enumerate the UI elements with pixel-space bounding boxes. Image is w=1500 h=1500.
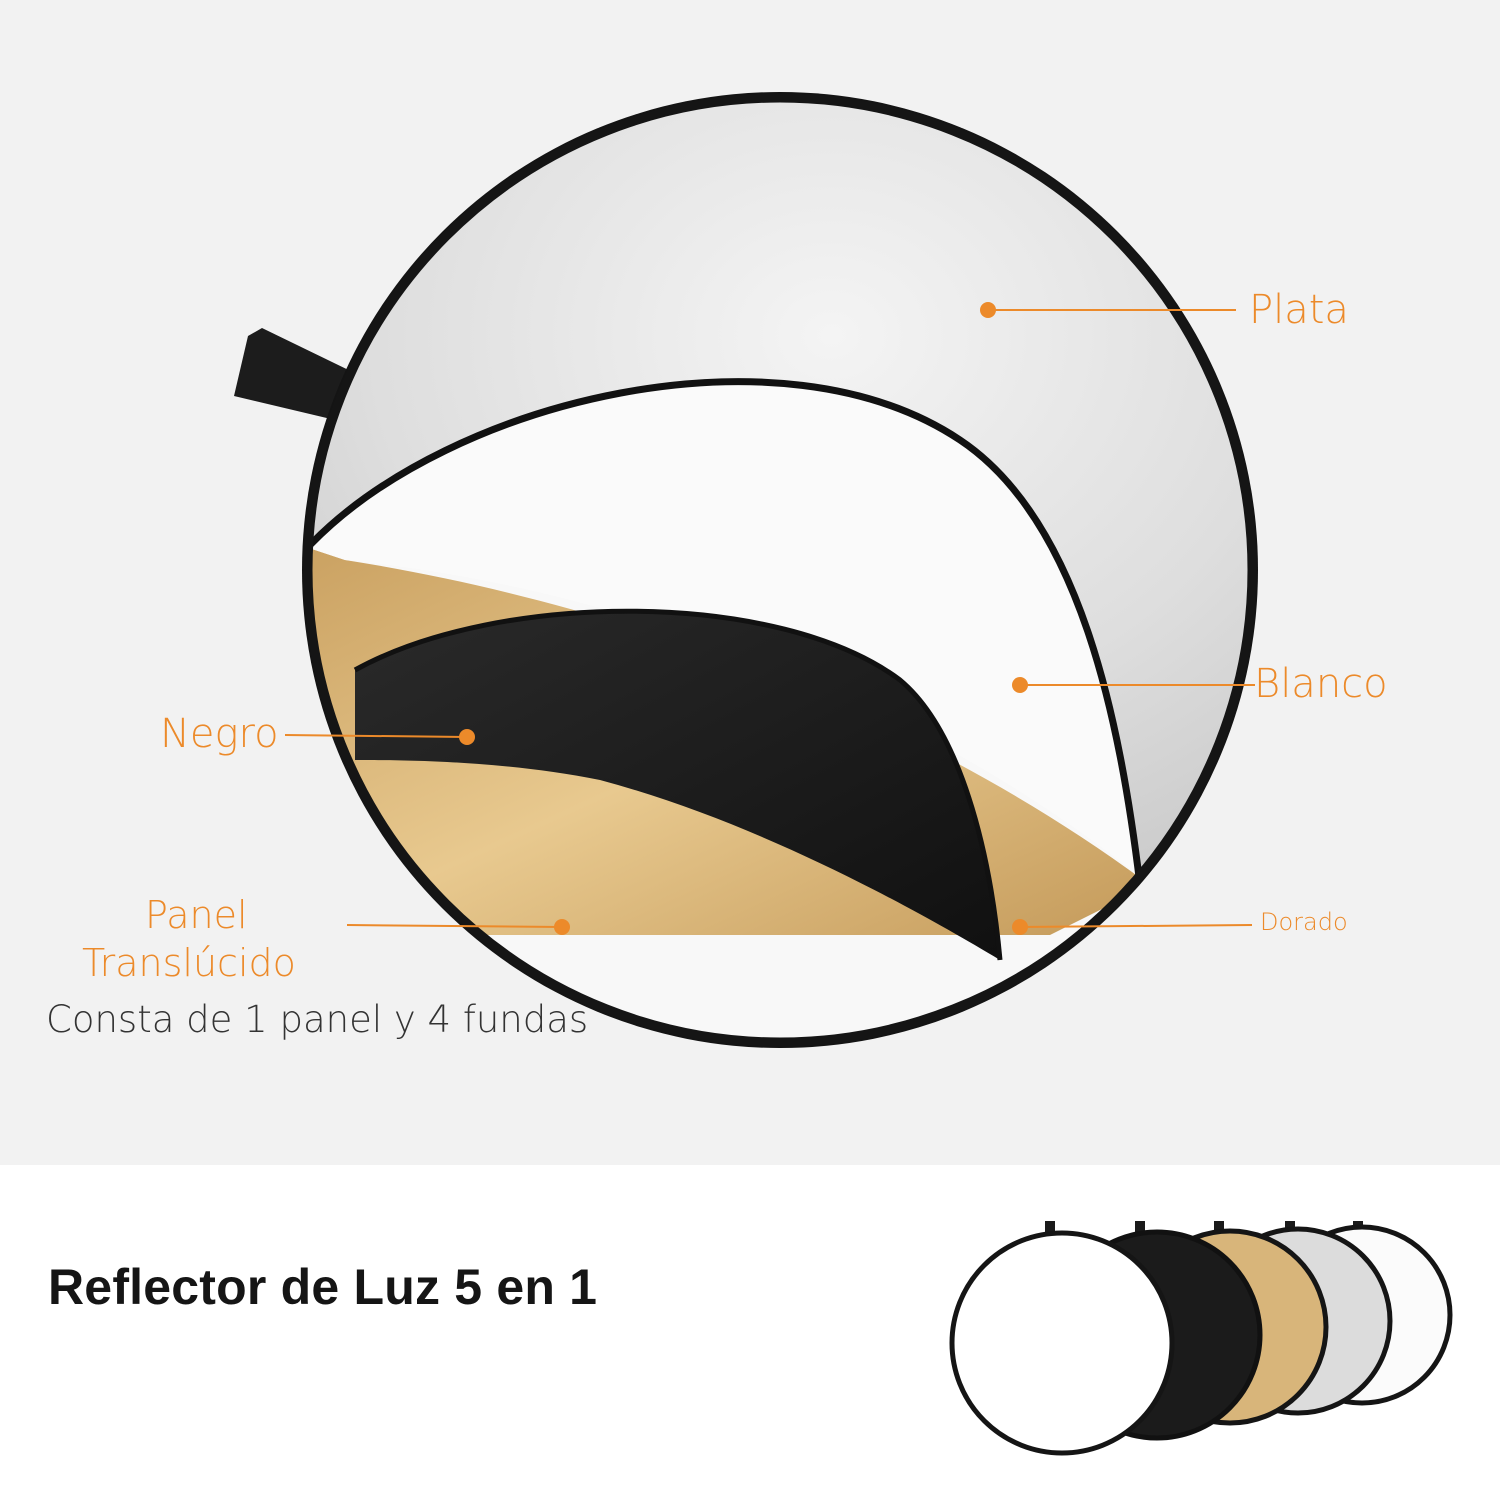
callout-plata <box>980 302 1236 318</box>
callout-line <box>1019 924 1253 928</box>
black-edge-seam <box>353 608 1003 961</box>
label-panel-line1: Panel <box>145 893 248 937</box>
thumb-disc <box>949 1230 1175 1456</box>
label-panel-line2: Translúcido <box>82 941 296 985</box>
reflector-handle <box>234 328 365 424</box>
callout-line <box>346 924 563 928</box>
thumb-translucent <box>949 1221 1175 1456</box>
product-title: Reflector de Luz 5 en 1 <box>48 1259 598 1315</box>
reflector-photo <box>234 92 1258 1048</box>
black-layer <box>355 611 1000 960</box>
callout-negro <box>284 729 475 745</box>
product-subtitle: Consta de 1 panel y 4 fundas <box>46 998 589 1041</box>
reflector-frame <box>303 93 1257 1047</box>
label-plata: Plata <box>1249 287 1349 333</box>
silver-edge-seam <box>310 378 1144 886</box>
variants-thumbnail-row <box>949 1221 1453 1456</box>
silver-layer <box>310 100 1250 885</box>
callout-panel <box>346 919 570 935</box>
label-negro: Negro <box>160 711 279 757</box>
label-blanco: Blanco <box>1254 661 1388 707</box>
callout-line <box>284 734 468 738</box>
label-dorado: Dorado <box>1260 908 1348 936</box>
callout-dorado <box>1012 919 1253 935</box>
callout-blanco <box>1012 677 1255 693</box>
